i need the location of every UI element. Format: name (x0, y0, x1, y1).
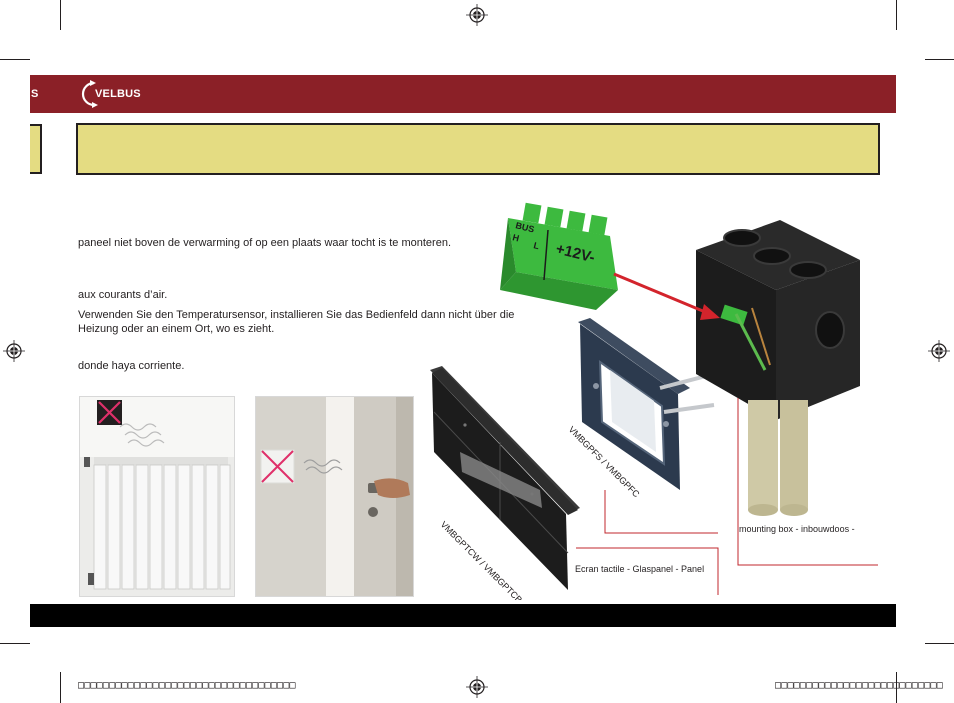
box-caption: mounting box - inbouwdoos - (739, 524, 855, 534)
paragraph-de-line2: Heizung oder an einem Ort, wo es zieht. (78, 323, 275, 335)
registration-mark-icon (466, 4, 488, 26)
connector-h-label: H (512, 232, 521, 243)
green-connector-illustration (500, 202, 618, 310)
paragraph-fr: aux courants d’air. (78, 289, 168, 301)
crop-mark (60, 0, 61, 30)
velbus-logo-icon (81, 80, 98, 108)
mounting-box-illustration (696, 220, 860, 516)
header-band (30, 75, 896, 113)
crop-mark (925, 59, 954, 60)
paragraph-nl: paneel niet boven de verwarming of op ee… (78, 237, 452, 249)
velbus-logo-text: VELBUS (95, 88, 141, 100)
mounting-frame-illustration (578, 318, 715, 490)
connector-l-label: L (533, 240, 541, 251)
door-photo (255, 396, 414, 597)
crop-mark (0, 59, 30, 60)
installation-diagram: BUS H L +12V- VMBGPFS / VMBGPFC VMBGPTCW… (430, 202, 878, 600)
side-tab (30, 124, 42, 174)
registration-mark-icon (466, 676, 488, 698)
connector-bus-label: BUS (515, 220, 536, 234)
crop-mark (0, 643, 30, 644)
section-heading-box (76, 123, 880, 175)
crop-mark (925, 643, 954, 644)
screen-caption: Ecran tactile - Glaspanel - Panel (575, 564, 704, 574)
registration-mark-icon (3, 340, 25, 362)
footer-right-text: □□□□□□□□□□□□□□□□□□□□□□□□□□□ (775, 680, 943, 691)
crop-mark (60, 672, 61, 703)
glass-panel-illustration (430, 366, 580, 590)
footer-band (30, 604, 896, 627)
paragraph-es: donde haya corriente. (78, 360, 185, 372)
radiator-photo (79, 396, 235, 597)
paragraph-de-line1: Verwenden Sie den Temperatursensor, inst… (78, 309, 515, 321)
header-left-fragment: S (31, 88, 39, 100)
crop-mark (896, 0, 897, 30)
registration-mark-icon (928, 340, 950, 362)
crop-mark (896, 672, 897, 703)
footer-left-text: □□□□□□□□□□□□□□□□□□□□□□□□□□□□□□□□□□□ (78, 680, 296, 691)
